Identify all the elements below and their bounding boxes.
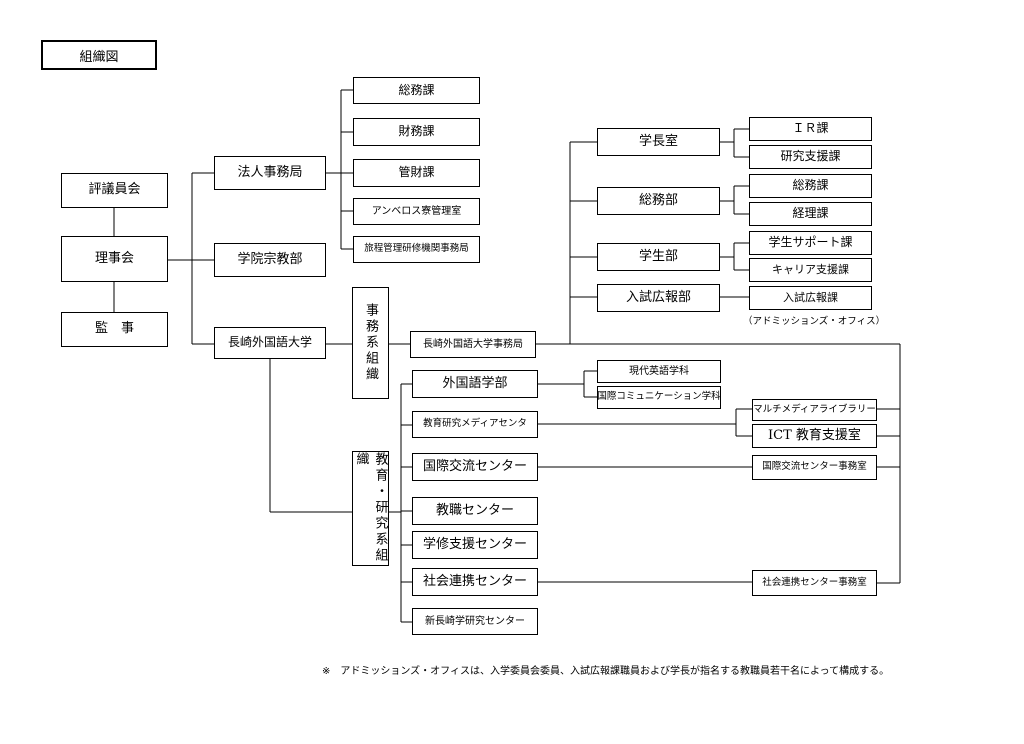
faculty-box: 外国語学部 <box>412 370 538 398</box>
unit-student-support: 学生サポート課 <box>749 231 872 255</box>
corp-unit-travel-training: 旅程管理研修機関事務局 <box>353 236 480 263</box>
social-office-box: 社会連携センター事務室 <box>752 570 877 596</box>
intl-center-box: 国際交流センター <box>412 453 538 481</box>
dept-modern-english: 現代英語学科 <box>597 360 721 383</box>
dept-intl-communication: 国際コミュニケーション学科 <box>597 386 721 409</box>
study-support-center-box: 学修支援センター <box>412 531 538 559</box>
board-box: 理事会 <box>61 236 168 282</box>
unit-ir: ＩＲ課 <box>749 117 872 141</box>
social-center-box: 社会連携センター <box>412 568 538 596</box>
corp-unit-finance: 財務課 <box>353 118 480 146</box>
unit-research-support: 研究支援課 <box>749 145 872 169</box>
religious-dept-box: 学院宗教部 <box>214 243 326 277</box>
council-box: 評議員会 <box>61 173 168 208</box>
corporate-office-box: 法人事務局 <box>214 156 326 190</box>
nagasaki-center-box: 新長崎学研究センター <box>412 608 538 635</box>
univ-office-box: 長崎外国語大学事務局 <box>410 331 536 358</box>
dept-general-affairs: 総務部 <box>597 187 720 215</box>
diagram-title: 組織図 <box>41 40 157 70</box>
admissions-office-caption: （アドミッションズ・オフィス） <box>743 316 886 327</box>
teacher-center-box: 教職センター <box>412 497 538 525</box>
university-box: 長崎外国語大学 <box>214 327 326 359</box>
ict-support-box: ICT 教育支援室 <box>752 424 877 448</box>
dept-student-affairs: 学生部 <box>597 243 720 271</box>
admin-group-box: 事務系組織 <box>352 287 389 399</box>
unit-admissions-pr: 入試広報課 <box>749 286 872 310</box>
unit-career-support: キャリア支援課 <box>749 258 872 282</box>
dept-admissions: 入試広報部 <box>597 284 720 312</box>
corp-unit-general-affairs: 総務課 <box>353 77 480 104</box>
unit-general-affairs: 総務課 <box>749 174 872 198</box>
auditor-box: 監 事 <box>61 312 168 347</box>
unit-accounting: 経理課 <box>749 202 872 226</box>
multimedia-library-box: マルチメディアライブラリー <box>752 399 877 421</box>
admin-group-label: 事務系組織 <box>363 303 378 383</box>
edu-group-box: 教育・研究系組織 <box>352 451 389 566</box>
edu-group-label: 教育・研究系組織 <box>353 452 388 564</box>
footnote: ※ アドミッションズ・オフィスは、入学委員会委員、入試広報課職員および学長が指名… <box>322 666 890 677</box>
media-center-box: 教育研究メディアセンタ <box>412 411 538 438</box>
corp-unit-property: 管財課 <box>353 159 480 187</box>
intl-office-box: 国際交流センター事務室 <box>752 455 877 480</box>
dept-president-office: 学長室 <box>597 128 720 156</box>
corp-unit-dormitory: アンベロス寮管理室 <box>353 198 480 225</box>
